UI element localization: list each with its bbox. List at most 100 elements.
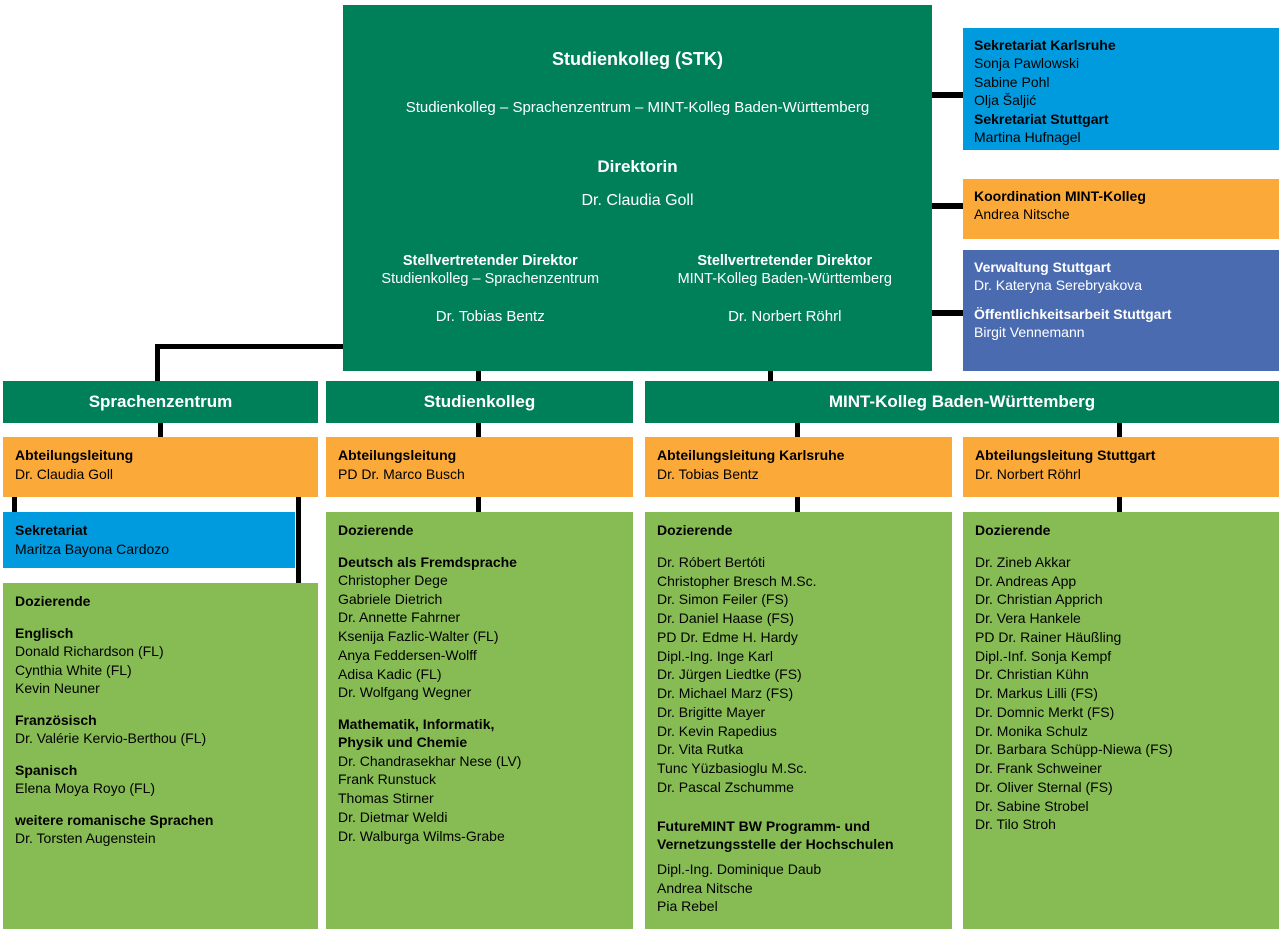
stk-mint-member-3: Thomas Stirner [338, 790, 434, 807]
sz-teachers-section-4: weitere romanische Sprachen Dr. Torsten … [15, 811, 306, 848]
mint-s-leadership-card: Abteilungsleitung Stuttgart Dr. Norbert … [963, 437, 1279, 497]
mint-ka-teachers-header: Dozierende [657, 522, 733, 538]
deputy-card-2: Stellvertretender Direktor MINT-Kolleg B… [638, 252, 933, 327]
mint-s-leadership-header: Abteilungsleitung Stuttgart [975, 447, 1156, 463]
stk-leadership-member-1: PD Dr. Marco Busch [338, 465, 465, 482]
mint-ka-member-6: Dipl.-Ing. Inge Karl [657, 647, 773, 664]
sz-section-title-franzoesisch: Französisch [15, 712, 97, 729]
stk-daf-member-7: Dr. Wolfgang Wegner [338, 684, 472, 701]
mint-s-member-13: Dr. Oliver Sternal (FS) [975, 778, 1113, 795]
sz-franzoesisch-member-1: Dr. Valérie Kervio-Berthou (FL) [15, 730, 207, 747]
column-header-sprachenzentrum: Sprachenzentrum [3, 381, 318, 423]
mint-ka-futuremint-title: FutureMINT BW Programm- und Vernetzungss… [657, 817, 894, 852]
mint-s-member-11: Dr. Barbara Schüpp-Niewa (FS) [975, 741, 1173, 758]
sekretariat-card: Sekretariat Karlsruhe Sonja Pawlowski Sa… [963, 28, 1279, 150]
stk-section-title-mint: Mathematik, Informatik, Physik und Chemi… [338, 716, 495, 751]
mint-ka-member-7: Dr. Jürgen Liedtke (FS) [657, 666, 802, 683]
sekretariat-karlsruhe-header: Sekretariat Karlsruhe [974, 37, 1116, 53]
mint-s-member-6: Dipl.-Inf. Sonja Kempf [975, 647, 1112, 664]
root-unit-card: Studienkolleg (STK) Studienkolleg – Spra… [343, 5, 932, 371]
verwaltung-header: Verwaltung Stuttgart [974, 259, 1111, 275]
verwaltung-card: Verwaltung Stuttgart Dr. Kateryna Serebr… [963, 250, 1279, 371]
deputy-role-1: Stellvertretender Direktor [402, 253, 578, 270]
sekretariat-stuttgart-header: Sekretariat Stuttgart [974, 110, 1109, 127]
connector-stk-lead-to-dozierende [476, 495, 481, 513]
sz-teachers-section-1: Englisch Donald Richardson (FL) Cynthia … [15, 624, 306, 698]
sekretariat-stuttgart-member-1: Martina Hufnagel [974, 129, 1081, 146]
mint-s-member-15: Dr. Tilo Stroh [975, 816, 1056, 833]
mint-ka-member-8: Dr. Michael Marz (FS) [657, 685, 794, 701]
verwaltung-spacer [974, 295, 1268, 305]
stk-daf-member-6: Adisa Kadic (FL) [338, 665, 442, 682]
column-header-studienkolleg: Studienkolleg [326, 381, 633, 423]
connector-sz-head-to-lead [158, 423, 163, 438]
stk-mint-member-2: Frank Runstuck [338, 771, 437, 788]
stk-mint-member-5: Dr. Walburga Wilms-Grabe [338, 827, 505, 844]
deputy-row: Stellvertretender Direktor Studienkolleg… [343, 252, 932, 327]
mint-s-member-3: Dr. Christian Apprich [975, 591, 1103, 608]
mint-s-member-9: Dr. Domnic Merkt (FS) [975, 703, 1115, 720]
connector-s-head-to-lead [1117, 423, 1122, 438]
connector-ka-lead-to-dozierende [795, 495, 800, 513]
root-role-label: Direktorin [597, 156, 678, 176]
oeffentlichkeitsarbeit-header: Öffentlichkeitsarbeit Stuttgart [974, 305, 1172, 322]
stk-daf-member-3: Dr. Annette Fahrner [338, 609, 461, 626]
mint-s-member-1: Dr. Zineb Akkar [975, 553, 1071, 570]
mint-ka-leadership-member-1: Dr. Tobias Bentz [657, 465, 759, 482]
stk-teachers-section-1: Deutsch als Fremdsprache Christopher Deg… [338, 553, 621, 702]
connector-root-to-koordination [930, 203, 965, 209]
sz-englisch-member-1: Donald Richardson (FL) [15, 642, 164, 659]
mint-ka-futuremint-member-2: Andrea Nitsche [657, 879, 753, 896]
deputy-role-2: Stellvertretender Direktor [697, 253, 873, 270]
mint-s-member-12: Dr. Frank Schweiner [975, 760, 1102, 776]
connector-stk-head-to-lead [476, 423, 481, 438]
connector-s-lead-to-dozierende [1117, 495, 1122, 513]
connector-root-to-sekretariat [930, 92, 965, 98]
connector-sz-lead-to-dozierende [296, 495, 301, 585]
koordination-card: Koordination MINT-Kolleg Andrea Nitsche [963, 179, 1279, 239]
mint-ka-teacher-list: Dr. Róbert Bertóti Christopher Bresch M.… [657, 553, 940, 797]
koordination-header: Koordination MINT-Kolleg [974, 188, 1146, 204]
stk-mint-member-4: Dr. Dietmar Weldi [338, 808, 448, 825]
stk-teachers-section-2: Mathematik, Informatik, Physik und Chemi… [338, 715, 621, 845]
connector-studienkolleg-vertical [476, 369, 481, 383]
mint-s-teachers-header: Dozierende [975, 522, 1051, 538]
mint-s-member-10: Dr. Monika Schulz [975, 722, 1088, 739]
mint-s-teacher-list: Dr. Zineb Akkar Dr. Andreas App Dr. Chri… [975, 553, 1267, 834]
stk-daf-member-2: Gabriele Dietrich [338, 590, 443, 607]
connector-root-horizontal-left [155, 344, 345, 349]
mint-ka-futuremint-section: FutureMINT BW Programm- und Vernetzungss… [657, 817, 940, 917]
sz-leadership-header: Abteilungsleitung [15, 447, 134, 463]
connector-sprachenzentrum-vertical [155, 344, 160, 382]
connector-ka-head-to-lead [795, 423, 800, 438]
root-title: Studienkolleg (STK) [552, 49, 723, 69]
stk-teachers-header: Dozierende [338, 522, 414, 538]
stk-leadership-card: Abteilungsleitung PD Dr. Marco Busch [326, 437, 633, 497]
sz-englisch-member-3: Kevin Neuner [15, 680, 100, 697]
mint-ka-leadership-header: Abteilungsleitung Karlsruhe [657, 447, 845, 463]
sz-teachers-card: Dozierende Englisch Donald Richardson (F… [3, 583, 318, 929]
mint-ka-member-9: Dr. Brigitte Mayer [657, 703, 766, 720]
stk-mint-member-1: Dr. Chandrasekhar Nese (LV) [338, 752, 522, 769]
sz-englisch-member-2: Cynthia White (FL) [15, 661, 132, 678]
mint-s-teachers-card: Dozierende Dr. Zineb Akkar Dr. Andreas A… [963, 512, 1279, 929]
deputy-name-2: Dr. Norbert Röhrl [728, 308, 842, 326]
oeffentlichkeitsarbeit-member-1: Birgit Vennemann [974, 324, 1085, 341]
mint-ka-member-3: Dr. Simon Feiler (FS) [657, 591, 789, 608]
mint-s-member-4: Dr. Vera Hankele [975, 610, 1081, 626]
deputy-name-1: Dr. Tobias Bentz [435, 308, 545, 326]
verwaltung-member-1: Dr. Kateryna Serebryakova [974, 277, 1143, 294]
mint-ka-member-4: Dr. Daniel Haase (FS) [657, 610, 794, 626]
mint-ka-member-13: Dr. Pascal Zschumme [657, 778, 794, 795]
sz-teachers-section-2: Französisch Dr. Valérie Kervio-Berthou (… [15, 711, 306, 748]
connector-mint-vertical [768, 369, 773, 383]
stk-leadership-header: Abteilungsleitung [338, 447, 457, 463]
mint-ka-futuremint-member-1: Dipl.-Ing. Dominique Daub [657, 860, 822, 877]
sz-teachers-section-3: Spanisch Elena Moya Royo (FL) [15, 761, 306, 798]
mint-s-member-2: Dr. Andreas App [975, 572, 1077, 589]
root-person-name: Dr. Claudia Goll [581, 191, 694, 209]
sz-secretariat-header: Sekretariat [15, 522, 88, 538]
mint-s-leadership-member-1: Dr. Norbert Röhrl [975, 465, 1081, 482]
sekretariat-karlsruhe-member-1: Sonja Pawlowski [974, 55, 1080, 72]
